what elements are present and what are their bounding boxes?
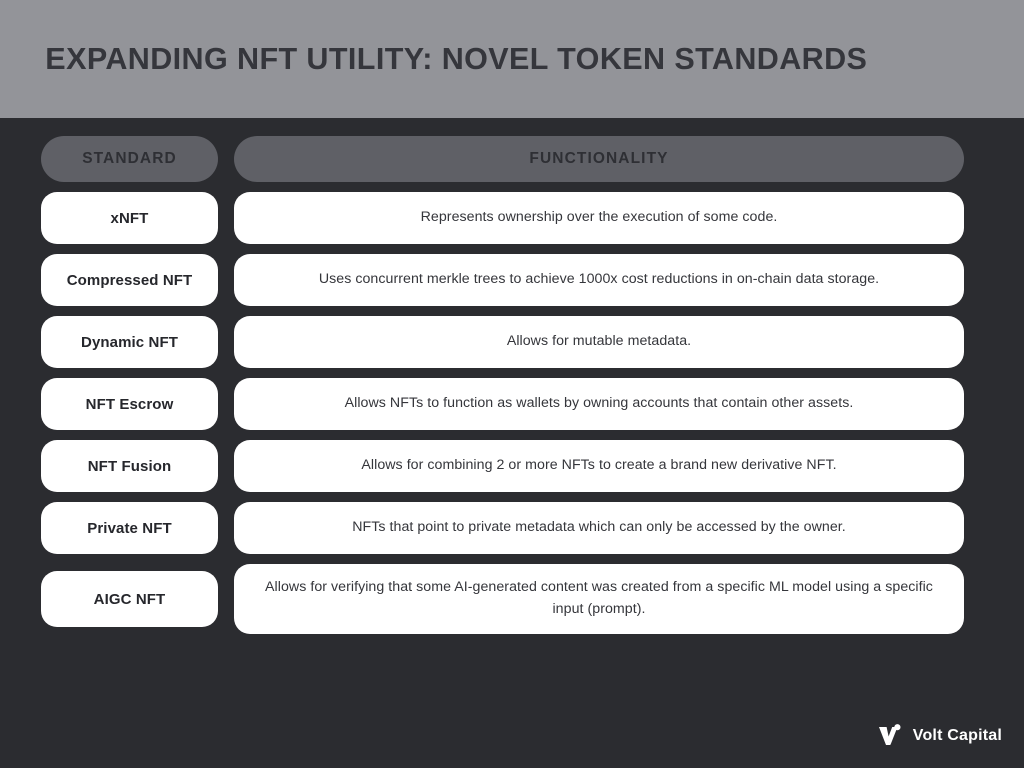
standard-label: Private NFT [87, 519, 172, 537]
standard-pill: Private NFT [41, 502, 218, 554]
table-row: NFT Fusion Allows for combining 2 or mor… [41, 440, 964, 492]
standards-table: STANDARD FUNCTIONALITY xNFT Represents o… [0, 118, 1024, 768]
functionality-pill: Allows for verifying that some AI-genera… [234, 564, 964, 634]
table-row: NFT Escrow Allows NFTs to function as wa… [41, 378, 964, 430]
column-header-functionality-label: FUNCTIONALITY [529, 150, 669, 167]
table-row: Compressed NFT Uses concurrent merkle tr… [41, 254, 964, 306]
standard-label: NFT Fusion [87, 457, 172, 475]
brand-name-label: Volt Capital [912, 727, 1002, 744]
functionality-label: Allows NFTs to function as wallets by ow… [344, 395, 854, 412]
standard-pill: NFT Escrow [41, 378, 218, 430]
table-row: Dynamic NFT Allows for mutable metadata. [41, 316, 964, 368]
standard-label: Dynamic NFT [81, 333, 178, 351]
header-banner: EXPANDING NFT UTILITY: NOVEL TOKEN STAND… [0, 0, 1024, 118]
table-header-row: STANDARD FUNCTIONALITY [41, 136, 964, 182]
table-row: xNFT Represents ownership over the execu… [41, 192, 964, 244]
functionality-pill: NFTs that point to private metadata whic… [234, 502, 964, 554]
page-title: EXPANDING NFT UTILITY: NOVEL TOKEN STAND… [45, 40, 868, 76]
standard-pill: NFT Fusion [41, 440, 218, 492]
functionality-pill: Uses concurrent merkle trees to achieve … [234, 254, 964, 306]
functionality-label: NFTs that point to private metadata whic… [352, 519, 846, 536]
functionality-label: Allows for combining 2 or more NFTs to c… [361, 457, 837, 474]
functionality-label: Represents ownership over the execution … [420, 209, 778, 226]
column-header-standard-label: STANDARD [82, 150, 177, 167]
functionality-pill: Represents ownership over the execution … [234, 192, 964, 244]
table-row: AIGC NFT Allows for verifying that some … [41, 564, 964, 634]
standard-pill: xNFT [41, 192, 218, 244]
standard-label: AIGC NFT [93, 590, 166, 608]
volt-v-mark-icon [877, 722, 903, 750]
column-header-standard: STANDARD [41, 136, 218, 182]
functionality-pill: Allows for combining 2 or more NFTs to c… [234, 440, 964, 492]
standard-pill: AIGC NFT [41, 571, 218, 627]
functionality-pill: Allows for mutable metadata. [234, 316, 964, 368]
functionality-label: Uses concurrent merkle trees to achieve … [318, 271, 880, 288]
standard-label: NFT Escrow [85, 395, 174, 413]
functionality-label: Allows for verifying that some AI-genera… [265, 579, 933, 617]
functionality-label: Allows for mutable metadata. [506, 333, 692, 350]
standard-pill: Dynamic NFT [41, 316, 218, 368]
standard-label: Compressed NFT [66, 271, 193, 289]
table-row: Private NFT NFTs that point to private m… [41, 502, 964, 554]
standard-pill: Compressed NFT [41, 254, 218, 306]
standard-label: xNFT [110, 209, 149, 227]
column-header-functionality: FUNCTIONALITY [234, 136, 964, 182]
functionality-pill: Allows NFTs to function as wallets by ow… [234, 378, 964, 430]
brand-footer: Volt Capital [877, 722, 1002, 750]
